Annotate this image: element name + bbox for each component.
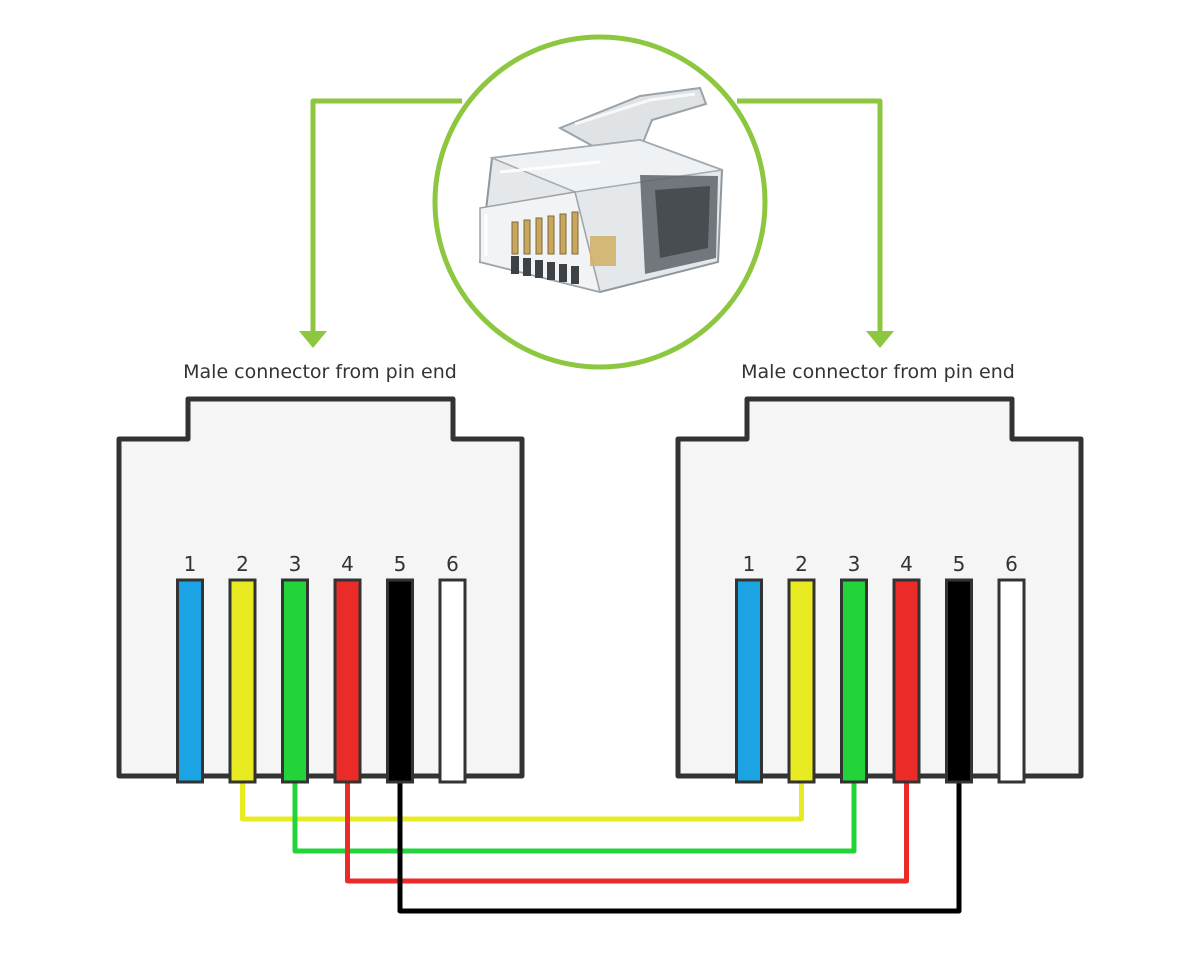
- left-pin-number-4: 4: [341, 552, 354, 576]
- left-pin-1: [176, 578, 204, 784]
- wires: [240, 778, 962, 914]
- right-pin-number-4: 4: [900, 552, 913, 576]
- right-pin-number-2: 2: [795, 552, 808, 576]
- rj-connector-plug-icon: [478, 86, 724, 294]
- left-pin-number-5: 5: [394, 552, 407, 576]
- wire-pin-5-to-pin-5: [397, 778, 962, 914]
- left-pin-4: [333, 578, 362, 784]
- right-connector-caption: Male connector from pin end: [741, 361, 1015, 383]
- left-pin-number-3: 3: [289, 552, 302, 576]
- left-connector-caption: Male connector from pin end: [183, 361, 457, 383]
- left-callout-line: [310, 98, 462, 332]
- left-pin-3: [281, 578, 309, 784]
- right-arrowhead-icon: [866, 331, 894, 348]
- right-pin-number-5: 5: [953, 552, 966, 576]
- right-pin-6: [997, 578, 1026, 784]
- right-pin-number-1: 1: [743, 552, 756, 576]
- right-callout-line: [737, 98, 883, 332]
- left-arrowhead-icon: [299, 331, 327, 348]
- left-pin-number-1: 1: [184, 552, 197, 576]
- plug-photo-callout: [432, 34, 768, 370]
- right-pin-number-6: 6: [1005, 552, 1018, 576]
- left-pin-6: [438, 578, 467, 784]
- right-pin-2: [787, 578, 816, 784]
- right-pin-3: [840, 578, 868, 784]
- wire-pin-4-to-pin-4: [345, 778, 909, 884]
- left-pin-2: [228, 578, 257, 784]
- left-pin-number-2: 2: [236, 552, 249, 576]
- wire-pin-2-to-pin-2: [240, 778, 804, 822]
- right-connector-pins: 1 2 3 4 5 6: [735, 552, 1026, 784]
- right-pin-4: [892, 578, 921, 784]
- left-pin-number-6: 6: [446, 552, 459, 576]
- right-pin-number-3: 3: [848, 552, 861, 576]
- left-pin-5: [386, 578, 414, 784]
- callout-arrows: [299, 98, 894, 348]
- wire-pin-3-to-pin-3: [292, 778, 857, 854]
- right-pin-1: [735, 578, 763, 784]
- left-connector-pins: 1 2 3 4 5 6: [176, 552, 467, 784]
- right-pin-5: [945, 578, 973, 784]
